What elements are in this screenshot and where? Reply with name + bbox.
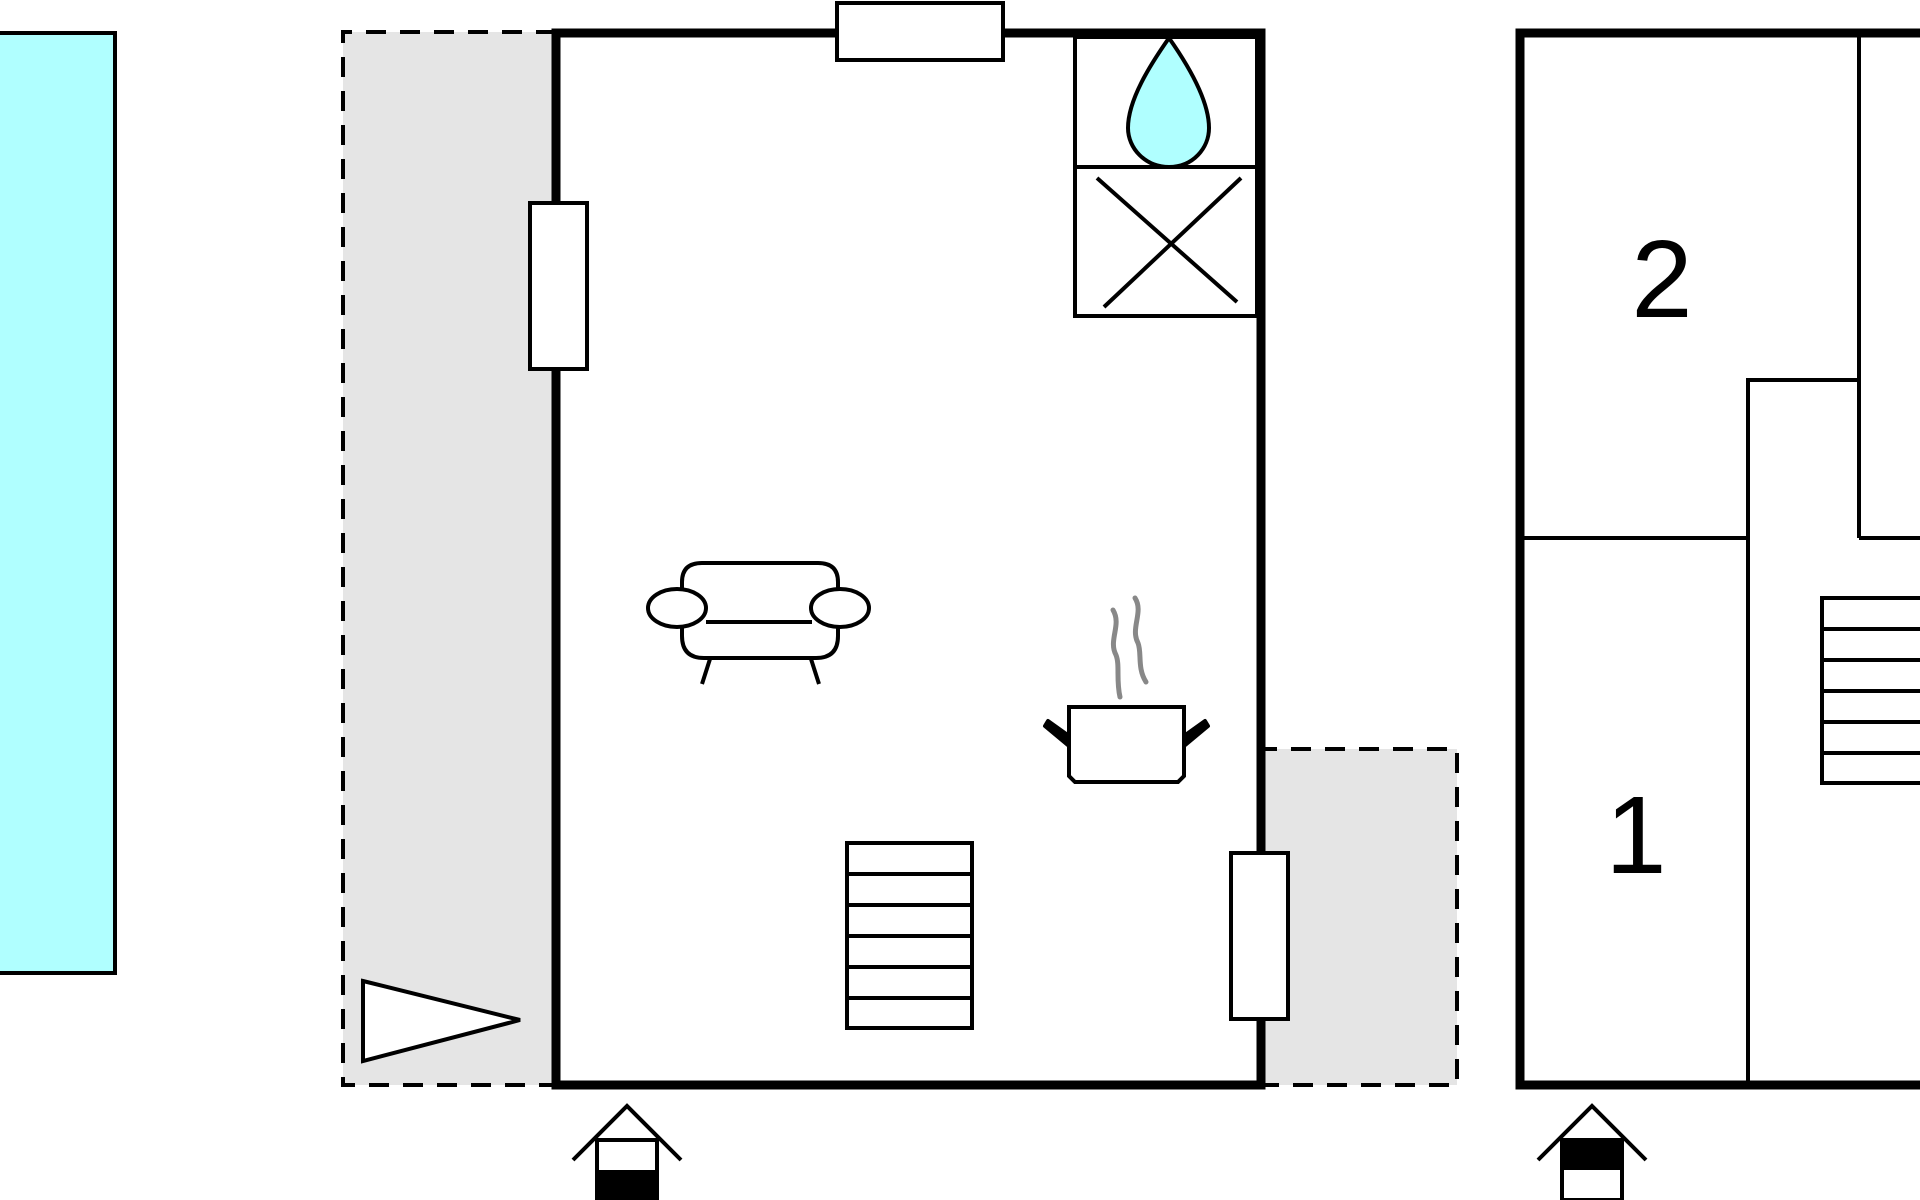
room-number-1: 1 [1605,774,1666,897]
window-icon [835,1,1005,62]
upper-floor-partitions [1520,37,1920,1085]
upper-floor-walls [1515,28,1920,1090]
entrance-arrow-icon [571,1103,683,1200]
terrace-right [1257,749,1457,1085]
window-icon [1229,851,1290,1021]
terrace-left [343,32,556,1085]
entrance-arrow-icon [1536,1103,1648,1200]
window-icon [528,201,589,371]
terrace-left-border [341,30,556,1087]
room-number-2: 2 [1631,218,1692,341]
sofa-icon [646,561,871,685]
shower-tray-icon [1095,176,1243,309]
water-drop-icon [1125,34,1212,170]
staircase-icon [1820,596,1920,785]
cooking-pot-icon [1043,595,1210,784]
north-arrow-icon [361,978,521,1064]
pool [0,31,117,975]
bathroom [1073,34,1259,318]
staircase-icon [845,841,974,1030]
